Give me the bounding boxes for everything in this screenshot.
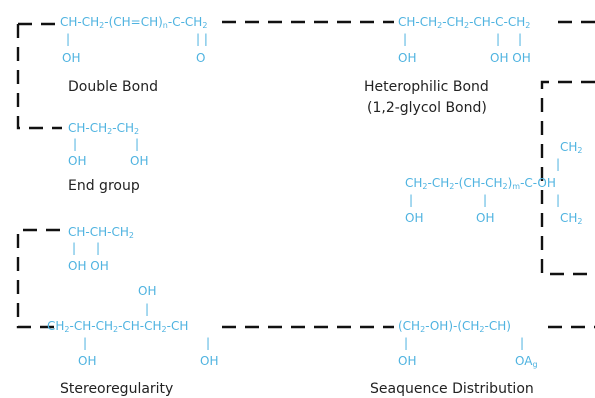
stereo-bar-top: | — [145, 302, 150, 316]
sequence-bar-b: | — [520, 336, 525, 350]
stereo-chain: CH2-CH-CH2-CH-CH2-CH — [47, 319, 189, 334]
branched-bar-b: | — [483, 193, 488, 207]
stereoregularity-caption: Stereoregularity — [60, 381, 174, 397]
double-bond-branch-o: O — [196, 51, 206, 65]
double-bond-branch-oh: OH — [62, 51, 81, 65]
heterophilic-caption-2: (1,2-glycol Bond) — [367, 100, 487, 116]
small-fragment-chain: CH-CH-CH2 — [68, 225, 134, 240]
heterophilic-bar-a: | — [403, 32, 408, 46]
end-group-caption: End group — [68, 178, 140, 194]
heterophilic-caption: Heterophilic Bond — [364, 79, 489, 95]
heterophilic-branch-oh-b: OH OH — [490, 51, 531, 65]
sequence-branch-oh: OH — [398, 354, 417, 368]
frame-line-right-bracket — [540, 80, 595, 276]
double-bond-caption: Double Bond — [68, 79, 158, 95]
double-bond-bar-a: | — [66, 32, 71, 46]
sequence-bar-a: | — [404, 336, 409, 350]
end-group-bar-b: | — [135, 137, 140, 151]
stereo-branch-oh-a: OH — [78, 354, 97, 368]
small-fragment-bar-b: | — [96, 241, 101, 255]
stereo-branch-oh-b: OH — [200, 354, 219, 368]
heterophilic-bar-b: | — [496, 32, 501, 46]
end-group-bar-a: | — [73, 137, 78, 151]
branched-bar-bottom: | — [556, 193, 561, 207]
heterophilic-bar-c: | — [518, 32, 523, 46]
small-fragment-branch: OH OH — [68, 259, 109, 273]
frame-line-left-lower — [16, 228, 62, 329]
double-bond-chain: CH-CH2-(CH=CH)n-C-CH2 — [60, 15, 208, 30]
heterophilic-branch-oh-a: OH — [398, 51, 417, 65]
branched-bar-a: | — [409, 193, 414, 207]
branched-top-ch2: CH2 — [560, 140, 583, 155]
stereo-bar-b: | — [206, 336, 211, 350]
stereo-bar-a: | — [83, 336, 88, 350]
stereo-top-oh: OH — [138, 284, 157, 298]
end-group-branch-oh-b: OH — [130, 154, 149, 168]
frame-line-left-upper — [16, 24, 62, 130]
end-group-chain: CH-CH2-CH2 — [68, 121, 140, 136]
heterophilic-chain: CH-CH2-CH2-CH-C-CH2 — [398, 15, 531, 30]
end-group-branch-oh-a: OH — [68, 154, 87, 168]
branched-bottom-ch2: CH2 — [560, 211, 583, 226]
small-fragment-bar-a: | — [72, 241, 77, 255]
sequence-branch-oag: OAg — [515, 354, 538, 369]
branched-chain: CH2-CH2-(CH-CH2)m-C-OH — [405, 176, 556, 191]
double-bond-bar-b: | | — [196, 32, 208, 46]
sequence-chain: (CH2-OH)-(CH2-CH) — [398, 319, 511, 334]
branched-branch-oh-a: OH — [405, 211, 424, 225]
branched-bar-top: | — [556, 157, 561, 171]
sequence-caption: Seaquence Distribution — [370, 381, 534, 397]
branched-branch-oh-b: OH — [476, 211, 495, 225]
